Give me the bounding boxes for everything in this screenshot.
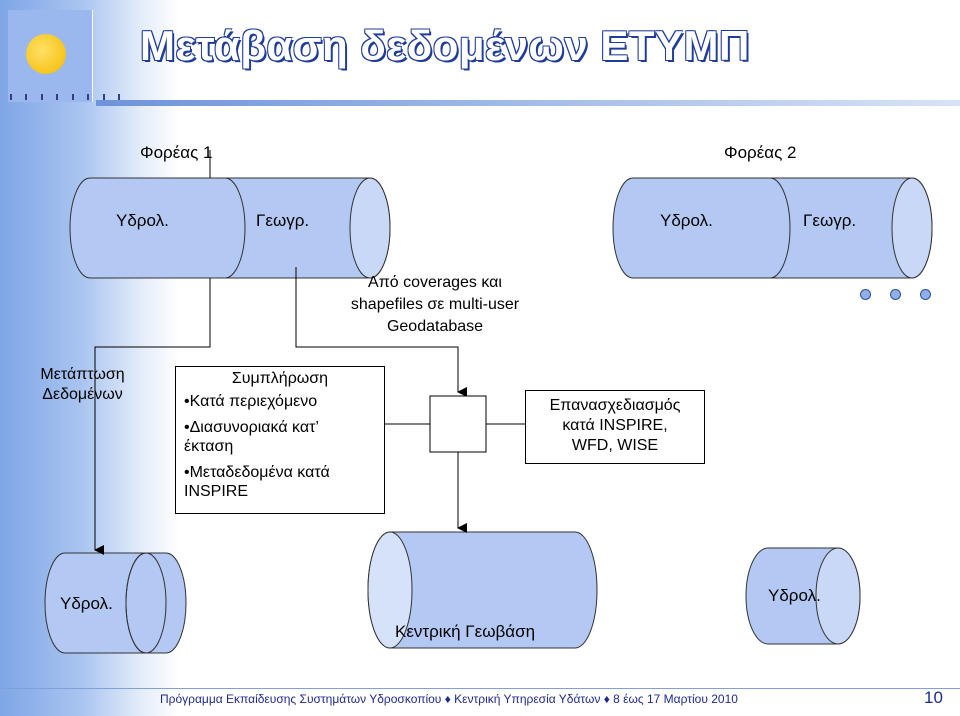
slide-title: Μετάβαση δεδομένων ΕΤΥΜΠ xyxy=(140,22,750,69)
conversion-label-line: Δεδομένων xyxy=(42,386,123,403)
connector-to-bottom-left xyxy=(94,278,211,555)
bottom-left-label: Υδρολ. xyxy=(60,594,113,613)
completion-item: έκταση xyxy=(184,438,234,455)
footer-divider xyxy=(0,688,960,689)
process-node xyxy=(429,395,487,453)
ruler-decoration xyxy=(10,90,120,104)
central-geodatabase-cylinder xyxy=(367,531,598,649)
ellipsis-dot xyxy=(860,289,871,300)
redesign-line: WFD, WISE xyxy=(571,437,659,454)
agency1-right-label: Γεωγρ. xyxy=(256,211,310,230)
conversion-label: Μετάπτωση Δεδομένων xyxy=(20,365,145,405)
completion-item: INSPIRE xyxy=(184,483,249,500)
completion-box: Συμπλήρωση •Κατά περιεχόμενο •Διασυνορια… xyxy=(175,366,385,514)
redesign-line: Επανασχεδιασμός xyxy=(549,397,681,414)
redesign-line: κατά INSPIRE, xyxy=(562,417,668,434)
bottom-left-cylinder xyxy=(44,552,187,654)
logo xyxy=(8,10,93,102)
agency1-label: Φορέας 1 xyxy=(140,143,213,162)
source-note-line: Από coverages και xyxy=(368,274,502,291)
central-label: Κεντρική Γεωβάση xyxy=(395,622,536,641)
source-note: Από coverages και shapefiles σε multi-us… xyxy=(330,272,540,338)
agency2-label: Φορέας 2 xyxy=(724,143,797,162)
page-number: 10 xyxy=(924,688,943,707)
source-note-line: Geodatabase xyxy=(386,318,484,335)
ellipsis-dot xyxy=(890,289,901,300)
agency1-left-label: Υδρολ. xyxy=(116,211,169,230)
bottom-right-label: Υδρολ. xyxy=(768,586,821,605)
redesign-box: Επανασχεδιασμός κατά INSPIRE, WFD, WISE xyxy=(525,390,705,464)
sun-logo-icon xyxy=(26,34,66,74)
footer-text: Πρόγραμμα Εκπαίδευσης Συστημάτων Υδροσκο… xyxy=(160,692,738,706)
conversion-label-line: Μετάπτωση xyxy=(40,366,125,383)
title-divider xyxy=(96,100,960,106)
bottom-right-cylinder xyxy=(745,547,861,645)
completion-item: •Κατά περιεχόμενο xyxy=(184,393,318,410)
ellipsis-dot xyxy=(920,289,931,300)
completion-item: •Μεταδεδομένα κατά xyxy=(184,464,330,481)
completion-heading: Συμπλήρωση xyxy=(231,370,329,387)
agency2-right-label: Γεωγρ. xyxy=(803,211,857,230)
completion-item: •Διασυνοριακά κατ’ xyxy=(184,419,319,436)
agency1-cylinder xyxy=(69,177,391,279)
agency2-cylinder xyxy=(612,177,933,279)
connector-to-process xyxy=(295,267,467,397)
source-note-line: shapefiles σε multi-user xyxy=(350,296,520,313)
agency2-left-label: Υδρολ. xyxy=(660,211,713,230)
